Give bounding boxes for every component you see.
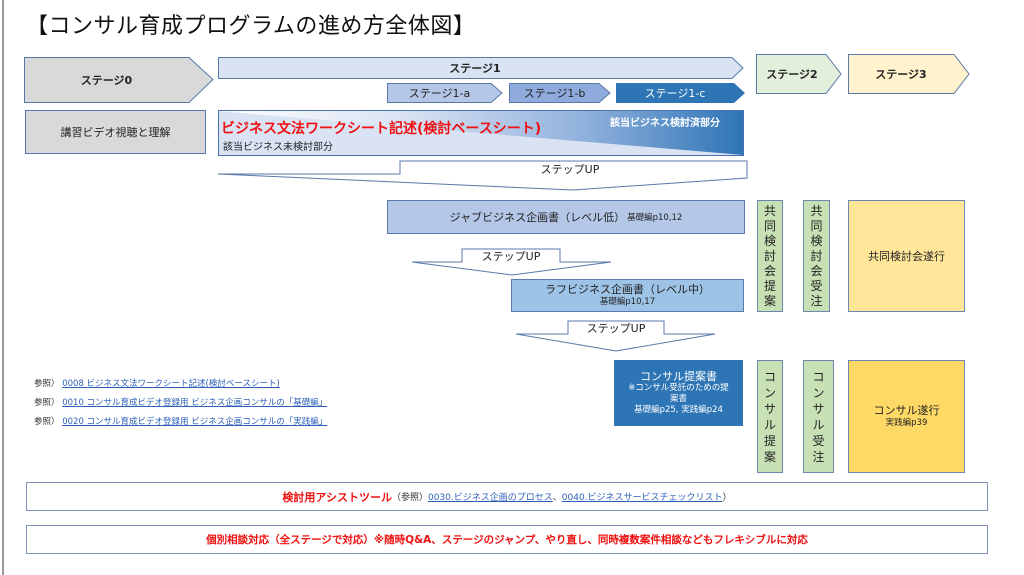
char: コ [812,369,825,384]
assist-link-0040[interactable]: 0040.ビジネスサービスチェックリスト [561,493,723,503]
reference-link-0010[interactable]: 0010 コンサル育成ビデオ登録用 ビジネス企画コンサルの「基礎編」 [62,398,328,408]
char: 共 [763,203,776,218]
consul-proposal-note2: 案書 [669,394,687,404]
step-up-arrow-1 [217,160,748,191]
worksheet-wedge [218,110,744,156]
lecture-video-label: 講習ビデオ視聴と理解 [60,126,171,139]
consul-proposal-doc-box: コンサル提案書 ※コンサル受託のための提 案書 基礎編p25, 実践編p24 [614,360,743,426]
reference-link-0008[interactable]: 0008 ビジネス文法ワークシート記述(検討ベースシート) [62,379,280,389]
jab-plan-ref: 基礎編p10,12 [627,213,683,223]
stage2-arrow [756,54,842,94]
char: 案 [763,293,776,308]
consul-exec-box: コンサル遂行 実践編p39 [848,360,965,473]
char: 討 [763,248,776,263]
char: 同 [810,218,823,233]
stage1c-arrow [616,83,745,103]
char: 受 [812,433,825,448]
reference-row: 参照） 0010 コンサル育成ビデオ登録用 ビジネス企画コンサルの「基礎編」 [34,396,327,408]
stage1a-label: ステージ1-a [408,87,471,100]
char: 検 [763,233,776,248]
char: 討 [810,248,823,263]
assist-link-0030[interactable]: 0030.ビジネス企画のプロセス [427,493,553,503]
char: ン [763,385,776,400]
char: 注 [812,449,825,464]
assist-separator: 、 [552,493,562,503]
char: ル [763,417,776,432]
stage1-arrow [218,57,744,79]
consultation-label: 個別相談対応（全ステージで対応）※随時Q&A、ステージのジャンプ、やり直し、同時… [206,534,808,546]
char: 提 [763,433,776,448]
consul-exec-label: コンサル遂行 [873,403,940,417]
step-up-arrow-3 [515,320,716,352]
step-up-label-3: ステップUP [586,322,646,335]
jab-plan-box: ジャブビジネス企画書（レベル低） 基礎編p10,12 [387,200,745,234]
consul-proposal-note1: ※コンサル受託のための提 [628,383,729,393]
char: 受 [810,278,823,293]
step-up-label-2: ステップUP [481,250,541,263]
page-title: 【コンサル育成プログラムの進め方全体図】 [26,14,476,39]
reference-prefix: 参照） [34,417,60,427]
joint-order-column: 共 同 検 討 会 受 注 [803,200,830,312]
stage3-label: ステージ3 [875,68,927,81]
consul-exec-ref: 実践編p39 [885,417,928,428]
reference-row: 参照） 0020 コンサル育成ビデオ登録用 ビジネス企画コンサルの「実践編」 [34,415,327,427]
page-left-border [2,0,4,575]
step-up-arrow-2 [411,248,612,276]
rough-plan-title: ラフビジネス企画書（レベル中） [545,282,710,296]
char: 注 [810,293,823,308]
stage0-label: ステージ0 [80,74,133,87]
stage1b-arrow [509,83,611,103]
lecture-video-box: 講習ビデオ視聴と理解 [25,110,206,154]
joint-proposal-column: 共 同 検 討 会 提 案 [757,200,783,312]
char: サ [763,401,776,416]
joint-exec-label: 共同検討会遂行 [868,250,945,263]
jab-plan-title: ジャブビジネス企画書（レベル低） [449,211,626,224]
rough-plan-ref: 基礎編p10,17 [599,296,656,307]
char: コ [763,369,776,384]
char: 案 [763,449,776,464]
stage1a-arrow [387,83,503,103]
char: 会 [810,263,823,278]
assist-tool-label: 検討用アシストツール [282,490,392,504]
char: 共 [810,203,823,218]
worksheet-undone-label: 該当ビジネス未検討部分 [223,142,333,153]
consul-order-column: コ ン サ ル 受 注 [803,360,834,473]
stage1-label: ステージ1 [449,62,501,75]
stage1c-label: ステージ1-c [644,87,706,100]
reference-prefix: 参照） [34,398,60,408]
char: 検 [810,233,823,248]
assist-close: ） [722,493,732,503]
stage2-label: ステージ2 [766,68,818,81]
reference-prefix: 参照） [34,379,60,389]
step-up-label-1: ステップUP [540,163,600,176]
rough-plan-box: ラフビジネス企画書（レベル中） 基礎編p10,17 [511,279,744,312]
char: ン [812,385,825,400]
consultation-box: 個別相談対応（全ステージで対応）※随時Q&A、ステージのジャンプ、やり直し、同時… [26,525,988,554]
consul-proposal-title: コンサル提案書 [640,370,717,383]
char: サ [812,401,825,416]
worksheet-title: ビジネス文法ワークシート記述(検討ベースシート) [221,121,542,137]
char: 会 [763,263,776,278]
assist-ref-prefix: （参照） [391,493,428,503]
joint-exec-box: 共同検討会遂行 [848,200,965,312]
char: 同 [763,218,776,233]
char: ル [812,417,825,432]
stage1b-label: ステージ1-b [523,87,586,100]
consul-proposal-column: コ ン サ ル 提 案 [757,360,783,473]
stage3-arrow [848,54,970,94]
stage0-arrow [24,57,214,103]
char: 提 [763,278,776,293]
worksheet-done-label: 該当ビジネス検討済部分 [610,118,720,129]
reference-link-0020[interactable]: 0020 コンサル育成ビデオ登録用 ビジネス企画コンサルの「実践編」 [62,417,328,427]
consul-proposal-ref: 基礎編p25, 実践編p24 [634,405,723,415]
assist-tool-box: 検討用アシストツール （参照） 0030.ビジネス企画のプロセス 、 0040.… [26,482,988,511]
reference-row: 参照） 0008 ビジネス文法ワークシート記述(検討ベースシート) [34,377,280,389]
